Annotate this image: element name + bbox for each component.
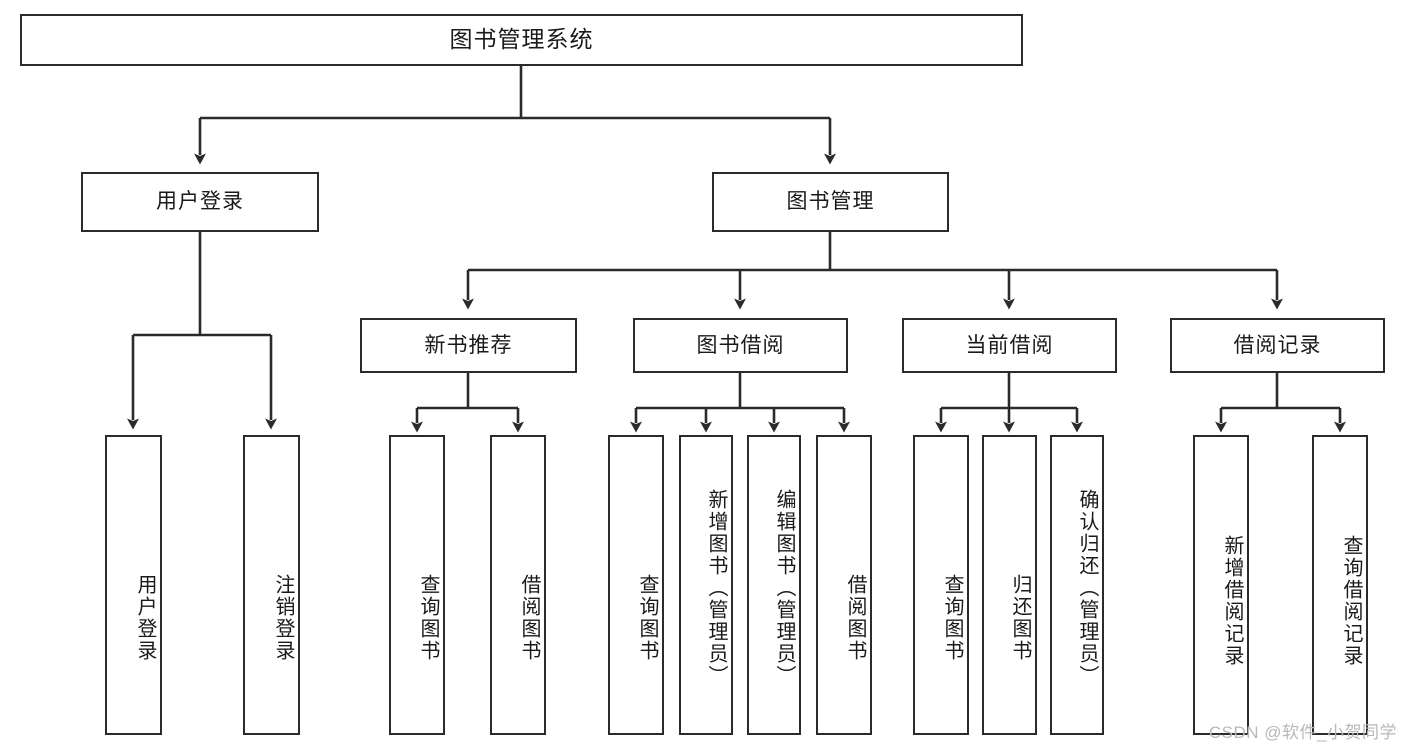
node-current-borrow-label: 当前借阅: [965, 333, 1054, 357]
leaf-return-book-label: 归还图书: [1009, 573, 1031, 662]
leaf-edit-book-label: 编辑图书（管理员）: [773, 489, 795, 687]
node-user-login-label: 用户登录: [156, 190, 244, 214]
leaf-add-book[interactable]: 新增图书（管理员）: [679, 435, 733, 735]
leaf-logout-label: 注销登录: [272, 573, 294, 662]
leaf-query-book-3-label: 查询图书: [941, 573, 963, 662]
node-user-login[interactable]: 用户登录: [81, 172, 319, 232]
node-new-book-rec-label: 新书推荐: [424, 333, 513, 357]
leaf-return-book[interactable]: 归还图书: [982, 435, 1037, 735]
leaf-add-book-label: 新增图书（管理员）: [705, 489, 727, 687]
leaf-confirm-return[interactable]: 确认归还（管理员）: [1050, 435, 1104, 735]
leaf-confirm-return-label: 确认归还（管理员）: [1076, 489, 1098, 687]
leaf-add-record[interactable]: 新增借阅记录: [1193, 435, 1249, 735]
leaf-borrow-book-2-label: 借阅图书: [844, 573, 866, 662]
leaf-query-book-3[interactable]: 查询图书: [913, 435, 969, 735]
leaf-user-login-label: 用户登录: [134, 573, 156, 662]
leaf-query-record-label: 查询借阅记录: [1340, 535, 1362, 667]
node-borrow-record[interactable]: 借阅记录: [1170, 318, 1385, 373]
node-root[interactable]: 图书管理系统: [20, 14, 1023, 66]
leaf-query-book-2[interactable]: 查询图书: [608, 435, 664, 735]
leaf-borrow-book-2[interactable]: 借阅图书: [816, 435, 872, 735]
leaf-add-record-label: 新增借阅记录: [1221, 535, 1243, 667]
leaf-user-login[interactable]: 用户登录: [105, 435, 162, 735]
watermark: CSDN @软件_小贺同学: [1208, 723, 1397, 742]
node-book-borrow[interactable]: 图书借阅: [633, 318, 848, 373]
leaf-query-book-2-label: 查询图书: [636, 573, 658, 662]
node-book-borrow-label: 图书借阅: [696, 333, 785, 357]
leaf-query-record[interactable]: 查询借阅记录: [1312, 435, 1368, 735]
leaf-logout[interactable]: 注销登录: [243, 435, 300, 735]
leaf-edit-book[interactable]: 编辑图书（管理员）: [747, 435, 801, 735]
leaf-borrow-book-1[interactable]: 借阅图书: [490, 435, 546, 735]
node-book-manage-label: 图书管理: [786, 190, 875, 214]
node-borrow-record-label: 借阅记录: [1233, 333, 1322, 357]
leaf-borrow-book-1-label: 借阅图书: [518, 573, 540, 662]
leaf-query-book-1-label: 查询图书: [417, 573, 439, 662]
node-root-label: 图书管理系统: [449, 26, 594, 53]
node-new-book-rec[interactable]: 新书推荐: [360, 318, 577, 373]
node-current-borrow[interactable]: 当前借阅: [902, 318, 1117, 373]
node-book-manage[interactable]: 图书管理: [712, 172, 949, 232]
leaf-query-book-1[interactable]: 查询图书: [389, 435, 445, 735]
